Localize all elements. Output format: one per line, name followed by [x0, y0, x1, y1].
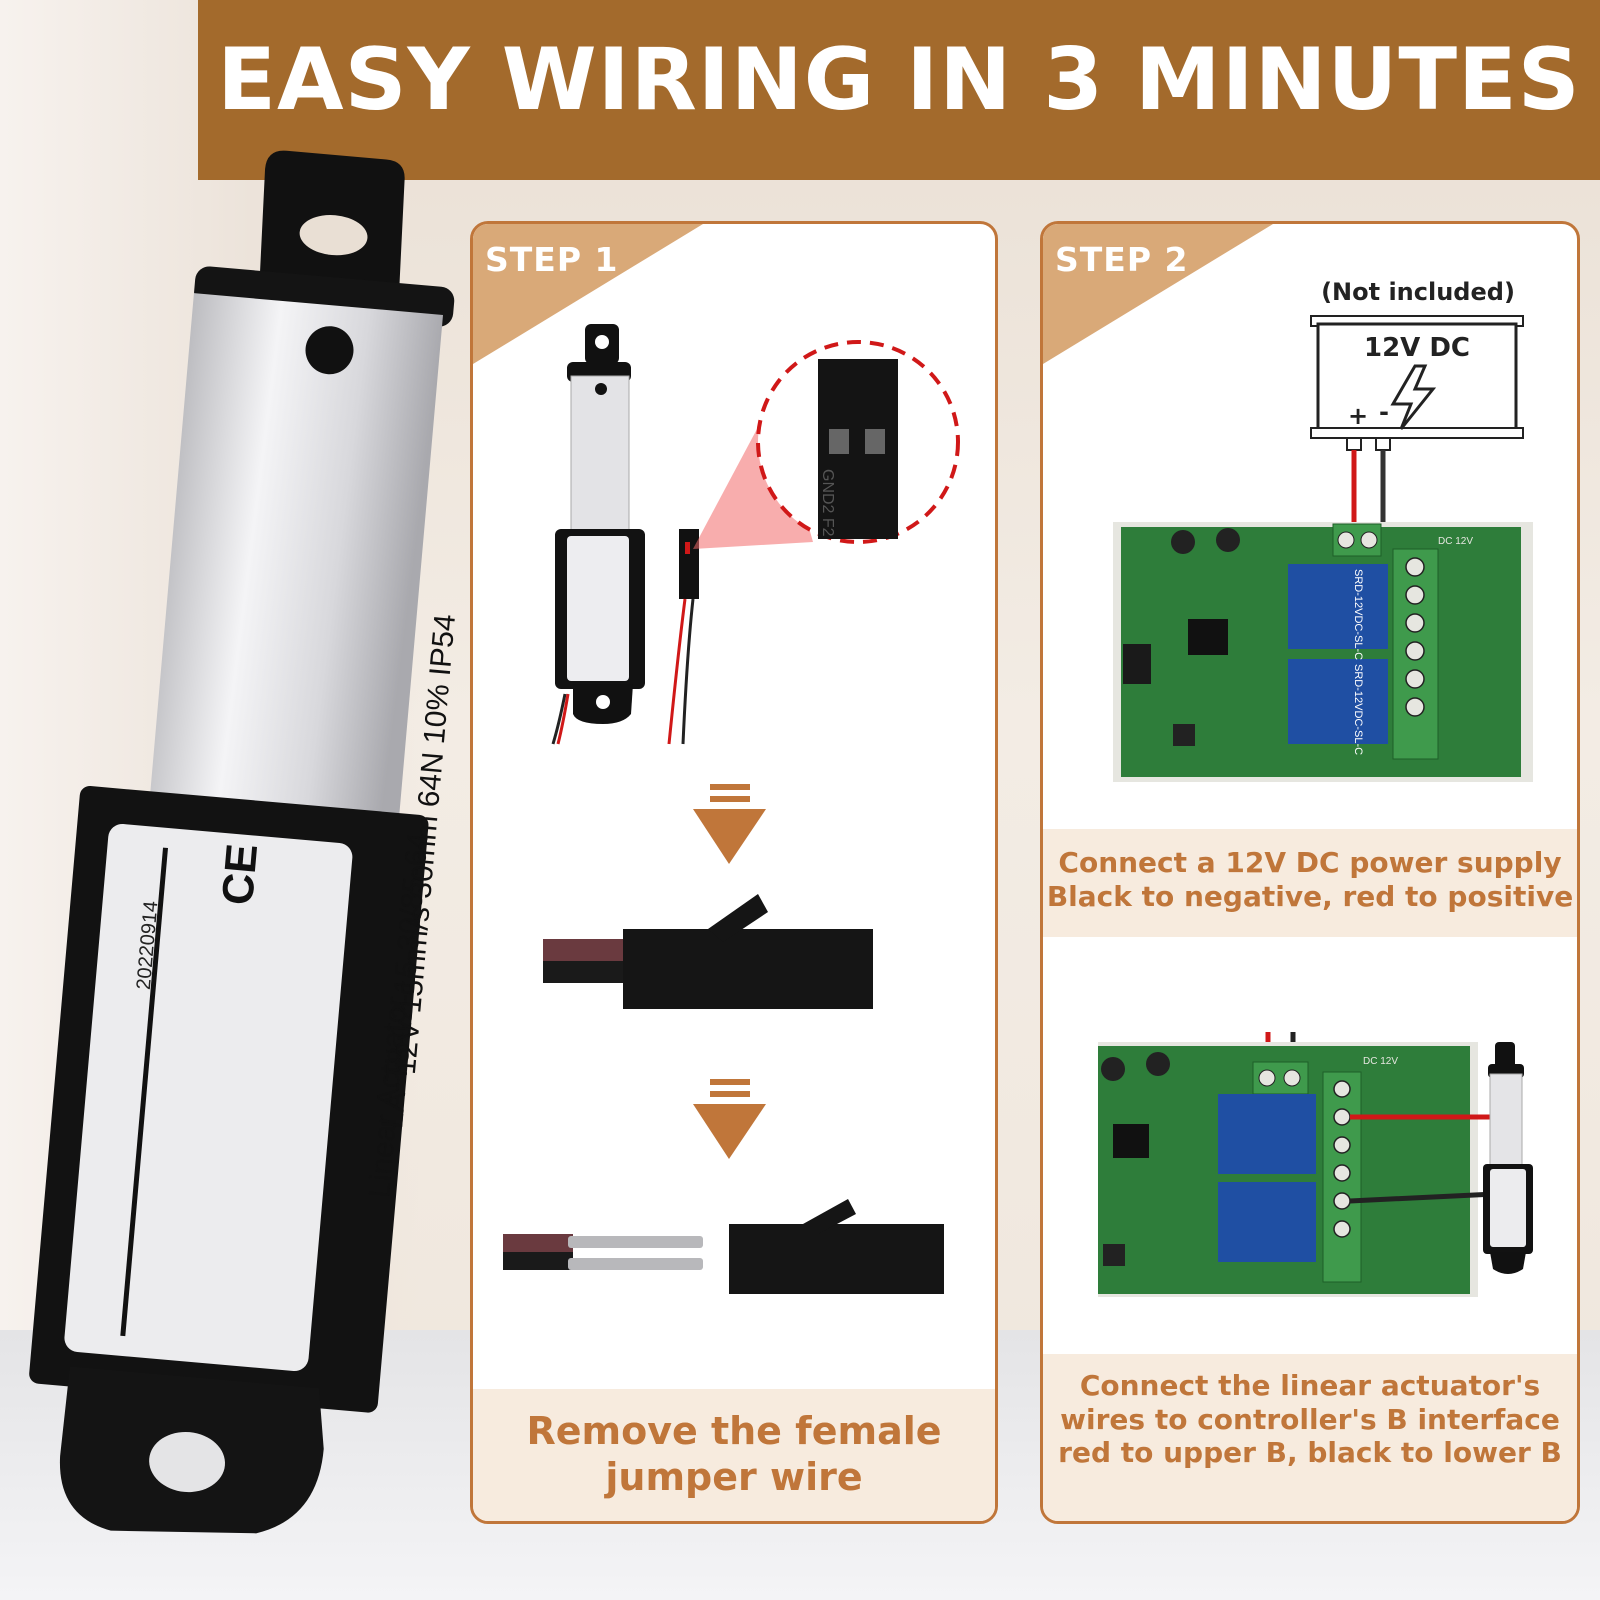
- small-actuator: [551, 324, 645, 745]
- controller-board-2: DC 12V: [1098, 1032, 1496, 1297]
- power-note: (Not included): [1321, 278, 1515, 306]
- step2-illustration: (Not included) 12V DC + -: [1043, 278, 1577, 1297]
- step1-caption-band: [473, 1389, 995, 1521]
- lightning-icon: [1390, 364, 1437, 430]
- down-arrow-2-icon: [693, 1079, 766, 1159]
- controller-board-1: SRD-12VDC-SL-C SRD-12VDC-SL-C DC 12V: [1113, 522, 1533, 782]
- step1-label: STEP 1: [485, 240, 619, 279]
- power-plus: +: [1348, 402, 1368, 430]
- step2-caption-2-line-3: red to upper B, black to lower B: [1058, 1436, 1562, 1470]
- page-title: EASY WIRING IN 3 MINUTES: [217, 30, 1581, 130]
- power-minus: -: [1379, 398, 1389, 426]
- step2-panel: STEP 2 (Not included) 12V DC + -: [1040, 221, 1580, 1524]
- step2-caption-2-line-2: wires to controller's B interface: [1060, 1402, 1560, 1436]
- step1-panel: STEP 1 GND2 F2: [470, 221, 998, 1524]
- power-title: 12V DC: [1364, 333, 1470, 363]
- step2-label: STEP 2: [1055, 240, 1189, 279]
- dc-label-2: DC 12V: [1363, 1056, 1398, 1067]
- step1-caption-line-2: jumper wire: [605, 1454, 863, 1499]
- power-supply-box: 12V DC + -: [1310, 315, 1524, 534]
- down-arrow-1-icon: [693, 784, 766, 864]
- step2-caption-2-line-1: Connect the linear actuator's: [1079, 1369, 1541, 1402]
- connector-text: GND2 F2: [819, 469, 836, 537]
- relay-text-1: SRD-12VDC-SL-C: [1352, 569, 1364, 660]
- step2-caption-1-line-2: Black to negative, red to positive: [1046, 879, 1574, 913]
- dc-label-1: DC 12V: [1438, 536, 1473, 547]
- step2-caption-1: Connect a 12V DC power supply Black to n…: [1043, 846, 1577, 913]
- step1-caption: Remove the female jumper wire: [473, 1409, 995, 1500]
- step2-corner: [1043, 224, 1273, 364]
- relay-text-2: SRD-12VDC-SL-C: [1352, 664, 1364, 755]
- jumper-connector-attached: [543, 894, 873, 1009]
- step2-caption-2: Connect the linear actuator's wires to c…: [1043, 1369, 1577, 1470]
- jumper-pins-removed: [503, 1199, 944, 1294]
- linear-actuator-photo: Linear Actuator LA-T8-12-15-30/85-64 12V…: [29, 150, 460, 1534]
- step2-caption-band-2: [1043, 1354, 1577, 1521]
- header-banner: EASY WIRING IN 3 MINUTES: [198, 0, 1600, 180]
- small-actuator-2: [1483, 1042, 1533, 1274]
- ce-mark: CE: [213, 842, 267, 907]
- step1-caption-line-1: Remove the female: [526, 1409, 942, 1453]
- step1-illustration: GND2 F2: [503, 324, 960, 1294]
- step2-caption-1-line-1: Connect a 12V DC power supply: [1058, 846, 1562, 879]
